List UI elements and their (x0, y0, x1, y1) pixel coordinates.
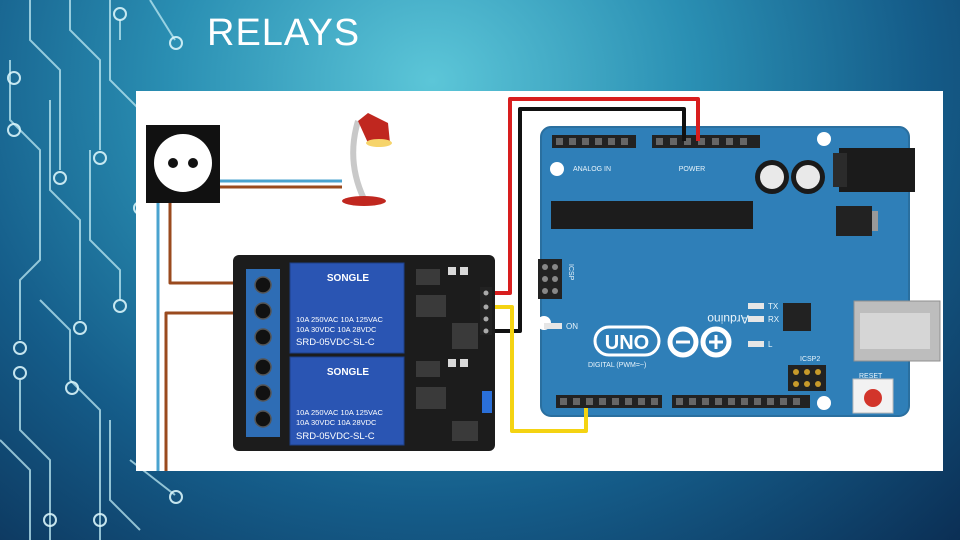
relay-module: SONGLE 10A 250VAC 10A 125VAC 10A 30VDC 1… (233, 255, 495, 451)
wiring-diagram-svg: ANALOG IN POWER ICSP ON Arduino UNO (136, 91, 943, 471)
power-label: POWER (679, 166, 705, 173)
rx-led-label: RX (768, 315, 780, 324)
relay-1: SONGLE 10A 250VAC 10A 125VAC 10A 30VDC 1… (290, 263, 404, 353)
slide-title: RELAYS (207, 12, 360, 55)
relay-2-rating-2: 10A 30VDC 10A 28VDC (296, 418, 377, 427)
wall-socket (146, 125, 220, 203)
arduino-brand: Arduino (707, 312, 749, 326)
relay-1-brand: SONGLE (327, 273, 370, 284)
relay-1-model: SRD-05VDC-SL-C (296, 337, 375, 348)
relay-2-brand: SONGLE (327, 367, 370, 378)
relay-2-model: SRD-05VDC-SL-C (296, 431, 375, 442)
on-led-label: ON (566, 322, 578, 331)
relay-2: SONGLE 10A 250VAC 10A 125VAC 10A 30VDC 1… (290, 357, 404, 445)
tx-led-label: TX (768, 302, 779, 311)
wiring-diagram: ANALOG IN POWER ICSP ON Arduino UNO (136, 91, 943, 471)
uno-label: UNO (605, 332, 649, 354)
digital-label: DIGITAL (PWM=~) (588, 362, 646, 369)
reset-label: RESET (859, 373, 883, 380)
relay-2-rating-1: 10A 250VAC 10A 125VAC (296, 408, 383, 417)
lamp-icon (342, 113, 392, 206)
l-led-label: L (768, 340, 773, 349)
analog-in-label: ANALOG IN (573, 166, 611, 173)
relay-1-rating-2: 10A 30VDC 10A 28VDC (296, 325, 377, 334)
arduino-uno-board: ANALOG IN POWER ICSP ON Arduino UNO (537, 127, 940, 416)
relay-1-rating-1: 10A 250VAC 10A 125VAC (296, 315, 383, 324)
icsp-label: ICSP (567, 264, 574, 281)
icsp2-label: ICSP2 (800, 356, 820, 363)
